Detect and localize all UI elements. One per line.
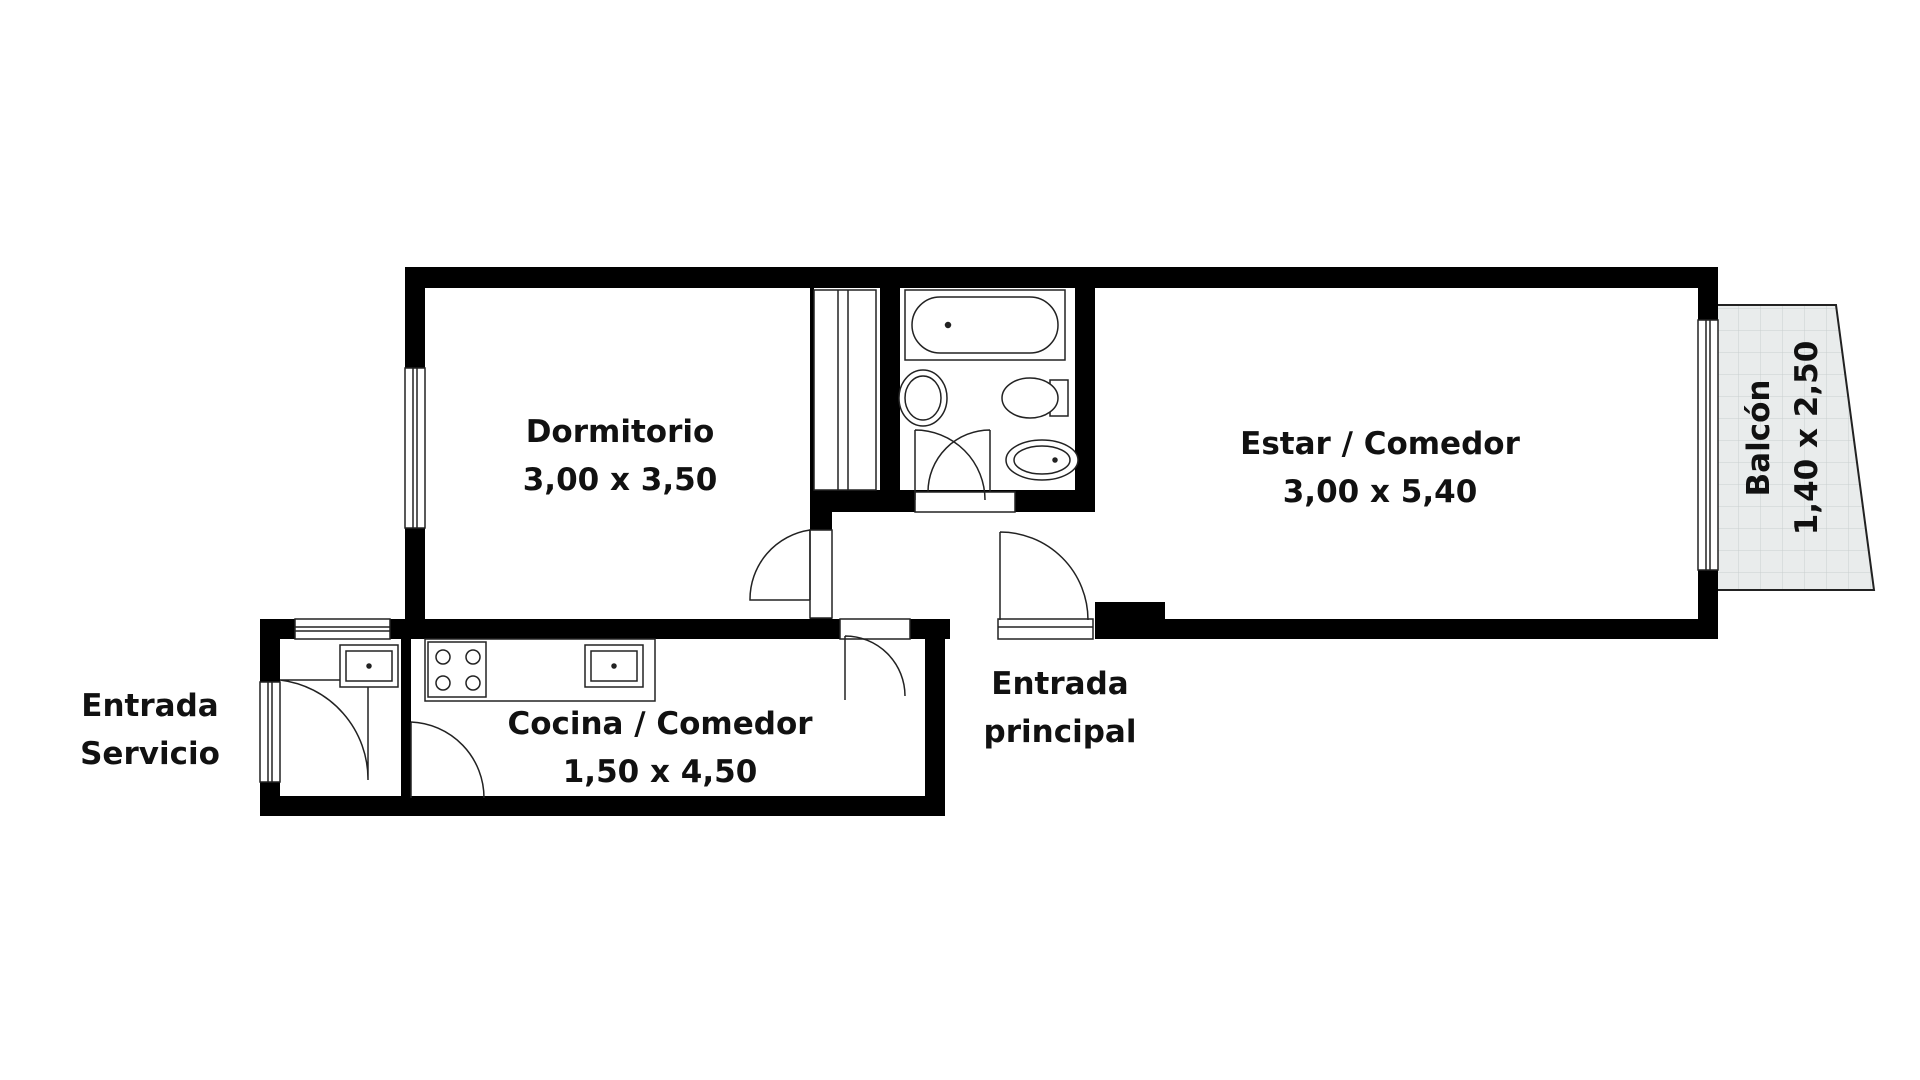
room-name: Balcón	[1741, 379, 1777, 497]
entrance-line2: Servicio	[80, 736, 220, 772]
bathroom-sink	[898, 369, 948, 427]
room-label-estar: Estar / Comedor 3,00 x 5,40	[1200, 420, 1560, 516]
entrance-line1: Entrada	[991, 666, 1129, 702]
room-label-cocina: Cocina / Comedor 1,50 x 4,50	[480, 700, 840, 796]
closet	[813, 289, 877, 491]
bathtub	[904, 289, 1066, 361]
entrance-line2: principal	[983, 714, 1137, 750]
toilet	[1001, 377, 1069, 419]
entrance-line1: Entrada	[81, 688, 219, 724]
room-label-balcon: Balcón 1,40 x 2,50	[1735, 308, 1835, 568]
room-size: 3,00 x 3,50	[522, 462, 718, 498]
room-label-dormitorio: Dormitorio 3,00 x 3,50	[440, 408, 800, 504]
door-swings	[279, 429, 1089, 799]
bidet	[1005, 439, 1079, 481]
room-size: 1,40 x 2,50	[1789, 340, 1825, 536]
openings	[259, 319, 1719, 783]
room-size: 1,50 x 4,50	[562, 754, 758, 790]
room-size: 3,00 x 5,40	[1282, 474, 1478, 510]
kitchen-sink	[584, 644, 644, 688]
room-name: Dormitorio	[525, 414, 715, 450]
entrance-label-servicio: Entrada Servicio	[40, 682, 260, 778]
service-sink	[339, 644, 399, 688]
room-name: Cocina / Comedor	[507, 706, 813, 742]
room-name: Estar / Comedor	[1240, 426, 1520, 462]
entrance-label-principal: Entrada principal	[960, 660, 1160, 756]
bathroom-door-swing	[927, 429, 991, 493]
stove-burners	[427, 641, 487, 698]
